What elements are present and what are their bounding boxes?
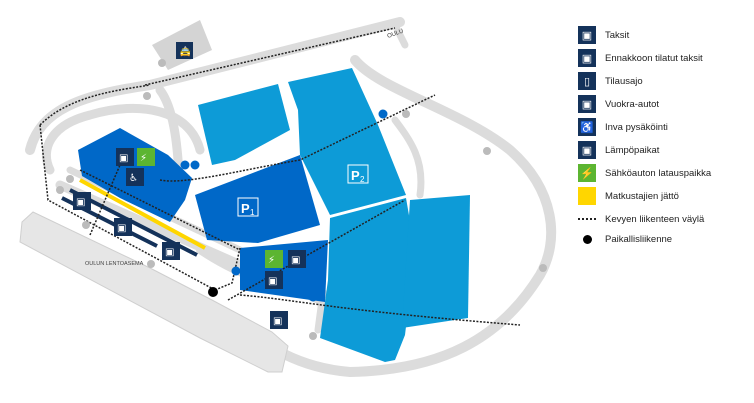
svg-text:1: 1 (250, 208, 255, 217)
bus-icon: ▣ (270, 311, 288, 329)
rental-car-icon: ▣ (265, 271, 283, 289)
bus-icon: ▯ (578, 72, 596, 90)
terminal-building (19, 211, 289, 373)
local-bus-stop-dot (582, 234, 592, 244)
prebooked-taxi-icon: ▣ (162, 242, 180, 260)
ev-charging-icon: ⚡ (578, 164, 596, 182)
svg-text:P: P (351, 168, 360, 183)
svg-text:▣: ▣ (76, 197, 85, 208)
legend-item-pedestrian: Kevyen liikenteen väylä (578, 210, 704, 228)
heated-parking-icon: ▣ (578, 141, 596, 159)
legend-item-charter: ▯Tilausajo (578, 72, 643, 90)
heated-parking-icon: ▣ (288, 250, 306, 268)
heated-parking-icon: ▣ (116, 148, 134, 166)
direction-label-oulu: OULU (387, 29, 405, 40)
ev-charging-icon: ⚡ (137, 148, 155, 166)
svg-text:▣: ▣ (268, 276, 277, 287)
taxi-icon: ▣ (73, 192, 91, 210)
legend-item-rental: ▣Vuokra-autot (578, 95, 659, 113)
drop-off-swatch (578, 187, 596, 205)
svg-text:▣: ▣ (165, 247, 174, 258)
legend-item-heated: ▣Lämpöpaikat (578, 141, 659, 159)
svg-text:▣: ▣ (119, 153, 128, 164)
legend-item-prebooked-taxi: ▣Ennakkoon tilatut taksit (578, 49, 703, 67)
airport-map: OULUN LENTOASEMA OULU P 1 P 2 🚖 ▣ ⚡ ♿ ▣ … (19, 17, 557, 377)
legend-item-taxi: ▣Taksit (578, 26, 629, 44)
taxi-icon: ▣ (114, 218, 132, 236)
terminal-label: OULUN LENTOASEMA (85, 261, 144, 267)
svg-text:🚖: 🚖 (179, 45, 191, 58)
svg-text:▣: ▣ (291, 255, 300, 266)
taxi-icon: 🚖 (176, 42, 193, 59)
svg-text:▣: ▣ (117, 223, 126, 234)
svg-text:P: P (241, 201, 250, 216)
parking-area-p2 (198, 68, 470, 362)
direction-arrows (56, 59, 547, 340)
parking-label-p2: P 2 (347, 164, 369, 184)
legend-item-ev: ⚡Sähköauton latauspaikka (578, 164, 711, 182)
ev-charging-icon: ⚡ (265, 250, 283, 268)
svg-text:⚡: ⚡ (268, 255, 275, 266)
wheelchair-icon: ♿ (578, 118, 596, 136)
pedestrian-paths (39, 27, 521, 326)
svg-text:⚡: ⚡ (140, 153, 147, 164)
wheelchair-icon: ♿ (126, 168, 144, 186)
parking-label-p1: P 1 (237, 197, 259, 217)
svg-text:♿: ♿ (129, 173, 138, 184)
prebooked-taxi-icon: ▣ (578, 49, 596, 67)
svg-text:▣: ▣ (273, 316, 282, 327)
svg-text:2: 2 (360, 175, 365, 184)
drop-off-zone (79, 178, 206, 250)
legend-item-accessible: ♿Inva pysäköinti (578, 118, 668, 136)
local-bus-stop (208, 287, 218, 297)
taxi-icon: ▣ (578, 26, 596, 44)
legend-item-local-bus: Paikallisliikenne (578, 230, 672, 248)
legend-item-dropoff: Matkustajien jättö (578, 187, 679, 205)
rental-car-icon: ▣ (578, 95, 596, 113)
pedestrian-path-line (578, 218, 596, 220)
